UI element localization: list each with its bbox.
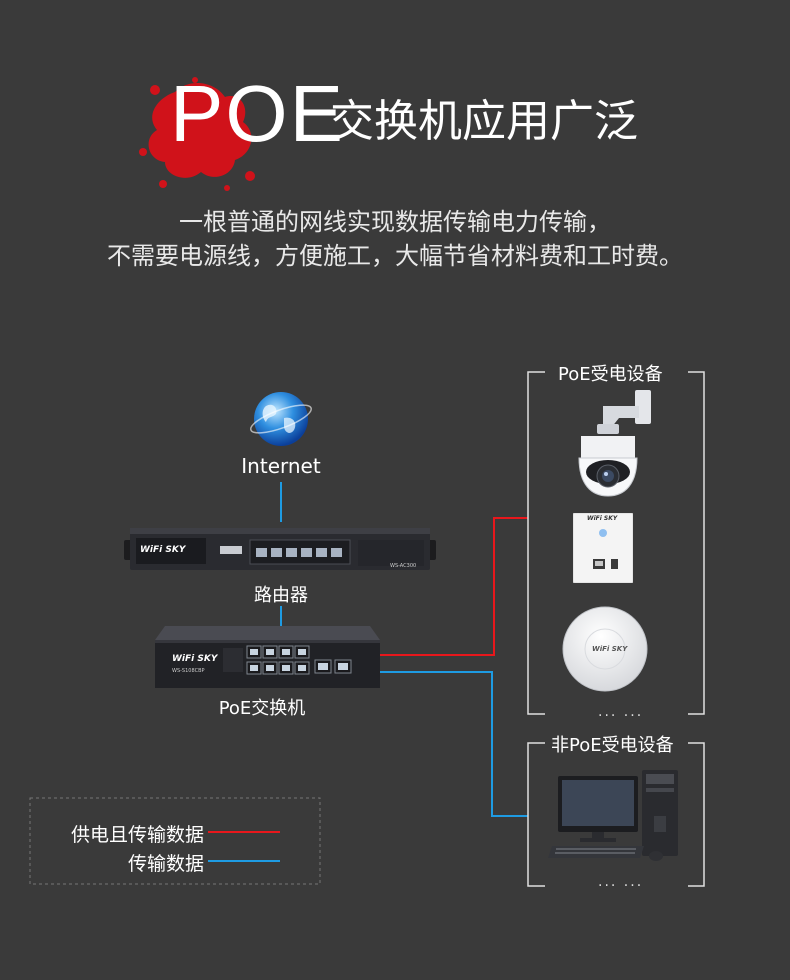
router-device <box>124 528 436 570</box>
router-model: WS-AC300 <box>390 563 417 569</box>
legend-power-data-label: 供电且传输数据 <box>70 824 204 846</box>
non-poe-group-title: 非PoE受电设备 <box>545 731 680 757</box>
legend-data-only-label: 传输数据 <box>127 853 204 875</box>
globe-icon <box>250 392 312 446</box>
desktop-pc-icon <box>548 770 678 861</box>
poe-switch-label: PoE交换机 <box>218 698 306 719</box>
ceiling-ap-brand: WiFi SKY <box>592 645 628 653</box>
switch-brand: WiFi SKY <box>172 654 218 664</box>
router-label: 路由器 <box>254 585 308 606</box>
legend-box <box>29 797 321 885</box>
data-line <box>380 671 528 817</box>
poe-group-bracket <box>527 371 705 715</box>
non-poe-group-ellipsis: ... ... <box>598 874 644 890</box>
subtitle-line-2: 不需要电源线，方便施工，大幅节省材料费和工时费。 <box>107 242 683 270</box>
blood-splat-decoration <box>139 77 255 191</box>
switch-model: WS-S108CBP <box>172 668 205 674</box>
poe-group-ellipsis: ... ... <box>598 704 644 720</box>
poe-switch-device <box>155 626 380 688</box>
ptz-camera-icon <box>578 390 651 497</box>
internet-label: Internet <box>241 454 321 478</box>
subtitle-line-1: 一根普通的网线实现数据传输电力传输， <box>179 208 611 236</box>
poe-group-title: PoE受电设备 <box>552 360 669 386</box>
ceiling-ap-icon <box>562 606 648 692</box>
wall-panel-ap-icon <box>573 513 633 583</box>
title-text: 交换机应用广泛 <box>330 96 638 147</box>
router-brand: WiFi SKY <box>140 545 186 555</box>
title-poe: POE <box>170 69 345 158</box>
wall-panel-brand: WiFi SKY <box>587 515 618 522</box>
poe-power-line <box>380 517 528 656</box>
non-poe-group-bracket <box>527 742 705 887</box>
